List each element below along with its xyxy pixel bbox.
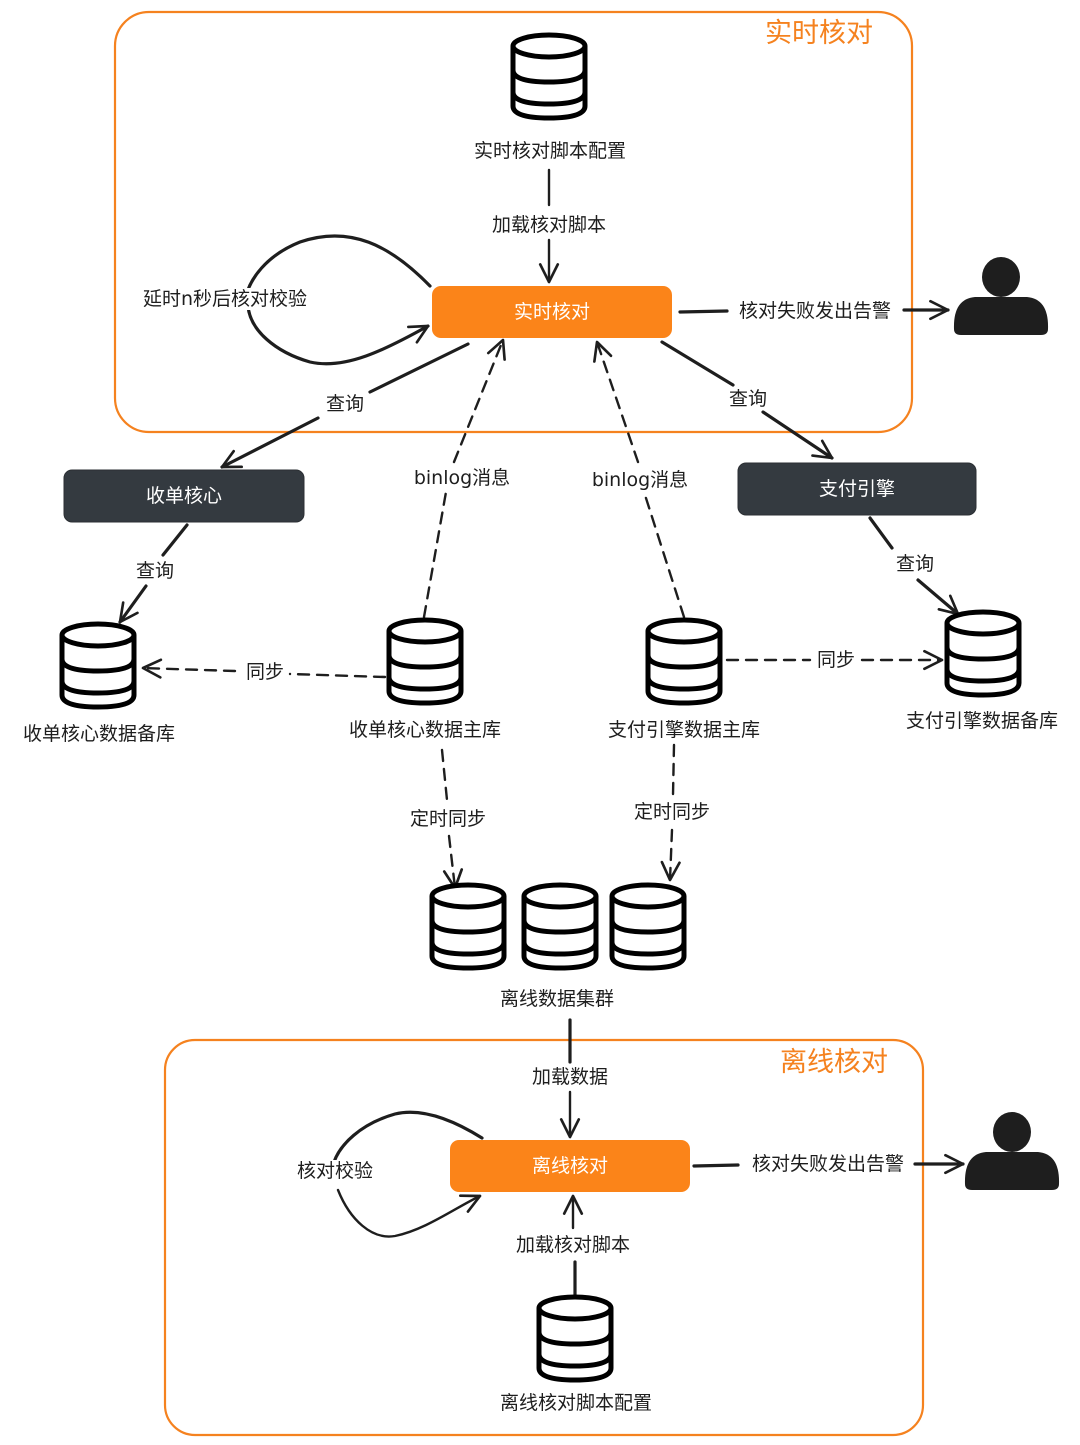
database-icon xyxy=(612,885,684,968)
realtime-check-node[interactable]: 实时核对 xyxy=(432,286,672,338)
edge-label-background xyxy=(529,1066,611,1088)
edge-load-data: 加载数据 xyxy=(529,1018,611,1139)
node-label: 收单核心 xyxy=(146,485,222,507)
process-box xyxy=(450,1140,690,1192)
edge-label: 核对校验 xyxy=(297,1160,373,1182)
user-icon xyxy=(953,257,1049,335)
user-offline-node xyxy=(964,1112,1060,1190)
edge-label-background xyxy=(726,388,770,410)
edge-label: 查询 xyxy=(896,553,934,575)
realtime-script-config-node[interactable]: 实时核对脚本配置 xyxy=(474,35,626,162)
edge-label-background xyxy=(243,661,287,683)
edge-offline-alert: 核对失败发出告警 xyxy=(692,1153,965,1175)
offline-cluster-node[interactable]: 离线数据集群 xyxy=(432,885,684,1010)
edge-label: 同步 xyxy=(246,661,284,683)
edge-label: 定时同步 xyxy=(410,808,486,830)
user-realtime-node xyxy=(953,257,1049,335)
edge-label-background xyxy=(411,467,513,489)
offline-group: 离线核对 xyxy=(163,1038,925,1437)
edge-label-background xyxy=(513,1234,633,1256)
edge-label: 加载数据 xyxy=(532,1066,608,1088)
edge-label-background xyxy=(736,300,894,322)
edge-order-core-query-db: 查询 xyxy=(118,523,189,624)
edge-label-background xyxy=(407,808,489,830)
edge-label: 加载核对脚本 xyxy=(492,214,606,236)
edge-payment-scheduled-sync: 定时同步 xyxy=(631,743,713,882)
edge-label: 加载核对脚本 xyxy=(516,1234,630,1256)
node-label: 收单核心数据主库 xyxy=(349,719,501,741)
database-icon xyxy=(947,612,1019,695)
payment-engine-node[interactable]: 支付引擎 xyxy=(737,462,977,516)
edge-label-background xyxy=(294,1160,376,1182)
edge-label: binlog消息 xyxy=(414,467,510,489)
node-label: 支付引擎 xyxy=(819,478,895,500)
edge-order-sync: 同步 xyxy=(141,658,387,683)
offline-check-node[interactable]: 离线核对 xyxy=(450,1140,690,1192)
order-backup-db-node[interactable]: 收单核心数据备库 xyxy=(23,624,175,745)
database-icon xyxy=(513,35,585,118)
order-master-db-node[interactable]: 收单核心数据主库 xyxy=(349,620,501,741)
realtime-group: 实时核对 xyxy=(113,10,914,434)
service-box xyxy=(63,469,305,523)
edge-label-background xyxy=(589,469,691,491)
order-core-node[interactable]: 收单核心 xyxy=(63,469,305,523)
edge-query-order-core: 查询 xyxy=(220,342,470,469)
database-icon xyxy=(648,620,720,703)
offline-group-border xyxy=(163,1038,925,1437)
node-label: 支付引擎数据主库 xyxy=(608,719,760,741)
edge-label-background xyxy=(323,393,367,415)
offline-script-config-node[interactable]: 离线核对脚本配置 xyxy=(500,1297,652,1414)
process-box xyxy=(432,286,672,338)
database-icon xyxy=(389,620,461,703)
realtime-group-border xyxy=(113,10,914,434)
database-icon xyxy=(62,624,134,707)
realtime-group-title: 实时核对 xyxy=(765,18,873,49)
database-cluster-icon xyxy=(432,885,684,968)
edge-label-background xyxy=(631,801,713,823)
edge-label: 定时同步 xyxy=(634,801,710,823)
edge-label: 查询 xyxy=(136,560,174,582)
edge-label: 同步 xyxy=(817,649,855,671)
edge-label-background xyxy=(489,214,609,236)
edge-label-background xyxy=(814,649,858,671)
edge-realtime-loop: 延时n秒后核对校验 xyxy=(140,234,432,366)
node-label: 离线核对 xyxy=(532,1155,608,1177)
database-icon xyxy=(524,885,596,968)
edge-label: binlog消息 xyxy=(592,469,688,491)
edge-label: 查询 xyxy=(326,393,364,415)
edge-label-background xyxy=(893,553,937,575)
edge-load-offline-script: 加载核对脚本 xyxy=(513,1194,633,1300)
edge-query-payment-engine: 查询 xyxy=(660,340,834,460)
edge-load-realtime-script: 加载核对脚本 xyxy=(489,168,609,284)
node-label: 支付引擎数据备库 xyxy=(906,710,1058,732)
database-icon xyxy=(539,1297,611,1380)
node-label: 离线核对脚本配置 xyxy=(500,1392,652,1414)
offline-group-title: 离线核对 xyxy=(780,1047,888,1078)
payment-master-db-node[interactable]: 支付引擎数据主库 xyxy=(608,620,760,741)
service-box xyxy=(737,462,977,516)
payment-backup-db-node[interactable]: 支付引擎数据备库 xyxy=(906,612,1058,732)
edge-label: 延时n秒后核对校验 xyxy=(143,288,307,310)
node-label: 离线数据集群 xyxy=(500,988,614,1010)
edge-payment-engine-query-db: 查询 xyxy=(868,516,960,616)
edge-order-scheduled-sync: 定时同步 xyxy=(407,748,489,890)
edge-binlog-order: binlog消息 xyxy=(411,338,513,619)
edge-label: 核对失败发出告警 xyxy=(752,1153,904,1175)
edge-binlog-payment: binlog消息 xyxy=(589,340,691,619)
edge-label-background xyxy=(140,288,310,310)
edge-payment-sync: 同步 xyxy=(725,649,944,671)
edge-label-background xyxy=(749,1153,907,1175)
edge-label: 核对失败发出告警 xyxy=(739,300,891,322)
node-label: 实时核对 xyxy=(514,301,590,323)
node-label: 实时核对脚本配置 xyxy=(474,140,626,162)
edge-label-background xyxy=(133,560,177,582)
user-icon xyxy=(964,1112,1060,1190)
node-label: 收单核心数据备库 xyxy=(23,723,175,745)
database-icon xyxy=(432,885,504,968)
edge-offline-loop: 核对校验 xyxy=(294,1110,484,1238)
edge-realtime-alert: 核对失败发出告警 xyxy=(678,299,950,322)
edge-label: 查询 xyxy=(729,388,767,410)
